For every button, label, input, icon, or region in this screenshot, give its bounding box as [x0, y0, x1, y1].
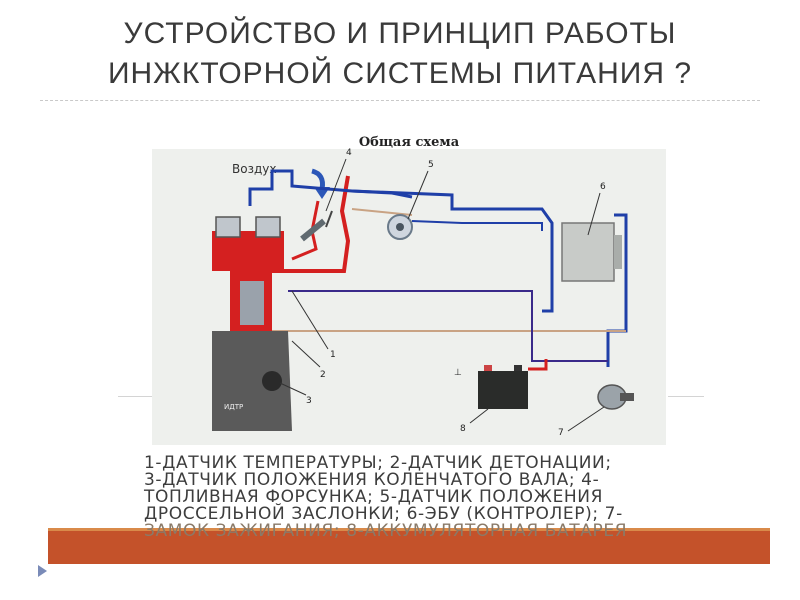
blue-wire-ecu [351, 189, 554, 313]
engine-mark: ИДТР [224, 403, 243, 411]
diagram-heading: Общая схема [359, 135, 460, 150]
label-1: 1 [330, 350, 336, 360]
label-7: 7 [558, 428, 564, 438]
purple-wire [288, 290, 608, 362]
leader-8 [469, 408, 489, 424]
caption-line-3: ТОПЛИВНАЯ ФОРСУНКА; 5-ДАТЧИК ПОЛОЖЕНИЯ [144, 487, 604, 507]
label-6: 6 [600, 182, 606, 192]
left-rule [118, 396, 154, 397]
slide-title-line-1: УСТРОЙСТВО И ПРИНЦИП РАБОТЫ [123, 17, 677, 50]
intake-manifold [272, 175, 351, 273]
ground-symbol: ⊥ [454, 368, 462, 378]
ecu-icon [561, 222, 615, 282]
slide-title-line-2: ИНЖКТОРНОЙ СИСТЕМЫ ПИТАНИЯ ? [107, 57, 693, 90]
ecu-connector [614, 235, 622, 269]
accent-line [48, 528, 770, 531]
leader-4 [325, 158, 347, 212]
battery-terminal-neg [514, 365, 522, 371]
label-8: 8 [460, 424, 466, 434]
slide-title: УСТРОЙСТВО И ПРИНЦИП РАБОТЫ ИНЖКТОРНОЙ С… [0, 14, 800, 94]
air-label: Воздух [232, 162, 276, 176]
ignition-key [620, 393, 634, 401]
battery-wire [528, 359, 548, 371]
legend-caption: 1-ДАТЧИК ТЕМПЕРАТУРЫ; 2-ДАТЧИК ДЕТОНАЦИИ… [144, 455, 668, 540]
valve-left [215, 216, 241, 238]
piston [240, 281, 264, 325]
throttle-valve [325, 210, 333, 228]
crankcase [212, 331, 292, 431]
label-4: 4 [346, 148, 352, 158]
valve-right [255, 216, 281, 238]
caption-line-2: 3-ДАТЧИК ПОЛОЖЕНИЯ КОЛЕНЧАТОГО ВАЛА; 4- [144, 470, 600, 490]
label-2: 2 [320, 370, 326, 380]
caption-line-1: 1-ДАТЧИК ТЕМПЕРАТУРЫ; 2-ДАТЧИК ДЕТОНАЦИИ… [144, 453, 612, 473]
leader-7 [567, 406, 605, 432]
accent-bar [48, 531, 770, 564]
leader-1 [291, 290, 329, 350]
title-divider [40, 100, 760, 101]
leader-6 [587, 192, 601, 236]
injection-system-diagram: Общая схема Воздух 5 6 ИДТР 4 1 2 3 ⊥ [152, 135, 666, 445]
label-5: 5 [428, 160, 434, 170]
leader-2 [291, 340, 321, 368]
leader-3 [279, 382, 307, 396]
tan-wire-top [351, 208, 413, 216]
bullet-triangle-icon [38, 565, 47, 577]
crank-sensor-icon [262, 371, 282, 391]
label-3: 3 [306, 396, 312, 406]
injector-icon [300, 218, 326, 242]
intake-runner [291, 200, 320, 261]
blue-wire-sensor5 [411, 220, 543, 231]
caption-line-5: ЗАМОК ЗАЖИГАНИЯ; 8-АККУМУЛЯТОРНАЯ БАТАРЕ… [144, 521, 628, 541]
battery-terminal-pos [484, 365, 492, 371]
right-rule [668, 396, 704, 397]
caption-line-4: ДРОССЕЛЬНОЙ ЗАСЛОНКИ; 6-ЭБУ (КОНТРОЛЕР);… [144, 504, 623, 524]
throttle-sensor-hub [396, 223, 404, 231]
battery-icon [478, 371, 528, 409]
leader-5 [407, 170, 429, 220]
air-arrow [311, 168, 325, 190]
